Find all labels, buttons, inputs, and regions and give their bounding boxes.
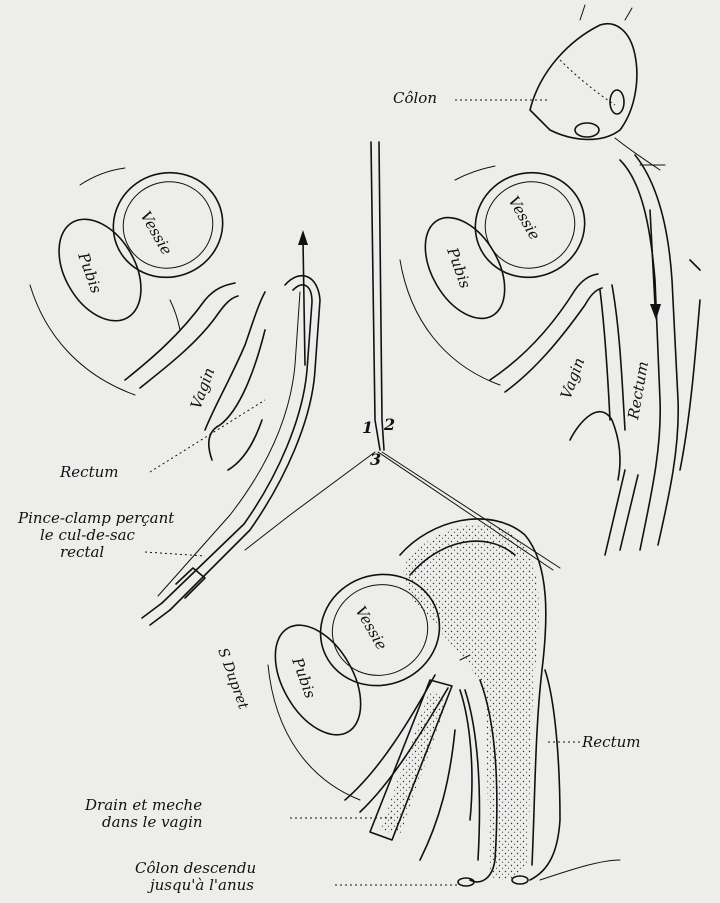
p2-pubis-label: Pubis	[443, 244, 475, 291]
p3-drain-line2: dans le vagin	[102, 813, 203, 831]
bladder-inner	[111, 169, 225, 281]
panel-number-3: 3	[370, 450, 381, 469]
p1-clamp-line2: le cul-de-sac	[40, 526, 136, 544]
p3-vessie-label: Vessie	[352, 603, 391, 653]
pelvic-outline	[30, 285, 135, 395]
p2-vagin-label: Vagin	[557, 355, 588, 401]
bladder-outer	[99, 157, 238, 292]
p3-colon-line2: jusqu'à l'anus	[147, 876, 254, 894]
p2-colon-label: Côlon	[393, 89, 437, 107]
panel-2-drawing	[400, 5, 700, 555]
p2-vessie-label: Vessie	[505, 193, 544, 243]
p3-drain-line1: Drain et meche	[84, 796, 202, 814]
p3-rectum-label: Rectum	[581, 733, 640, 751]
panel-number-1: 1	[362, 418, 373, 437]
p1-clamp-line1: Pince-clamp perçant	[17, 509, 175, 527]
p3-pubis-label: Pubis	[288, 654, 320, 701]
p3-colon-line1: Côlon descendu	[135, 859, 256, 877]
p1-vessie-label: Vessie	[137, 208, 176, 258]
p1-pubis-label: Pubis	[74, 249, 106, 296]
panel-3-drawing	[258, 519, 620, 886]
pubis-shape	[42, 205, 158, 335]
p2-rectum-label: Rectum	[624, 360, 652, 422]
panel-number-2: 2	[383, 415, 395, 434]
p1-rectum-label: Rectum	[59, 463, 118, 481]
p1-clamp-line3: rectal	[60, 543, 104, 561]
p1-vagin-label: Vagin	[187, 365, 218, 411]
artist-signature: S Dupret	[214, 646, 251, 712]
